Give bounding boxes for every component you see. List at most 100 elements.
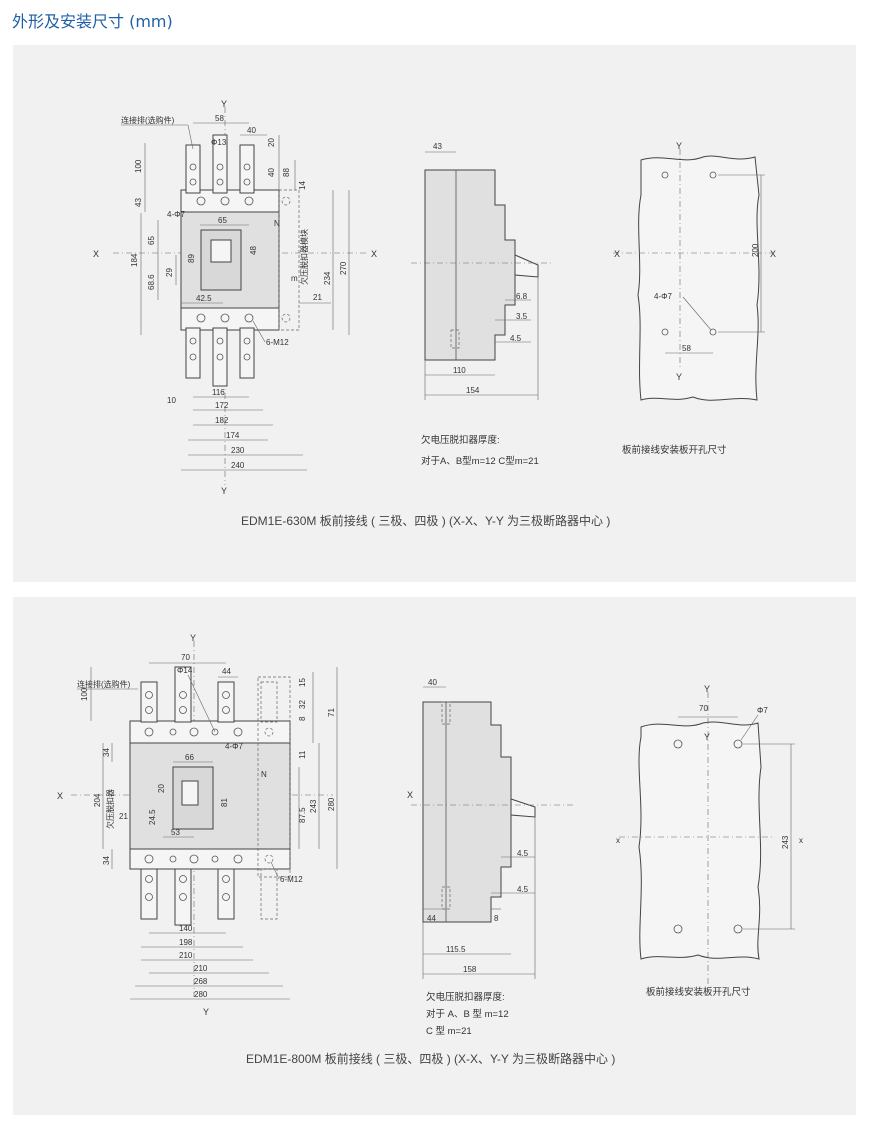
axis-y-top: Y — [221, 99, 227, 109]
side-note-line1: 对于 A、B 型 m=12 — [426, 1008, 509, 1020]
svg-text:174: 174 — [226, 431, 240, 440]
svg-text:Y: Y — [676, 372, 682, 382]
svg-text:243: 243 — [309, 799, 318, 813]
side-view-800m: X 40 4.5 4.5 44 8 115.5 158 欠电压脱扣器厚度: 对于… — [407, 678, 573, 1037]
svg-text:154: 154 — [466, 386, 480, 395]
svg-text:20: 20 — [157, 784, 166, 793]
svg-text:100: 100 — [134, 159, 143, 173]
svg-text:66: 66 — [185, 753, 194, 762]
svg-text:29: 29 — [165, 268, 174, 277]
svg-text:240: 240 — [231, 461, 245, 470]
svg-text:184: 184 — [130, 253, 139, 267]
drawing-800m: Y Y X 连接排(选购件) Φ14 4-Φ7 — [57, 633, 803, 1066]
svg-text:Y: Y — [190, 633, 196, 643]
svg-text:234: 234 — [323, 271, 332, 285]
side-note-title: 欠电压脱扣器厚度: — [426, 991, 505, 1003]
svg-text:Y: Y — [203, 1007, 209, 1017]
svg-text:Φ7: Φ7 — [757, 706, 768, 715]
svg-text:X: X — [770, 249, 776, 259]
svg-text:172: 172 — [215, 401, 229, 410]
svg-text:44: 44 — [222, 667, 231, 676]
phi-label: Φ13 — [211, 138, 227, 147]
svg-text:268: 268 — [194, 977, 208, 986]
cutout-view-800m: Y Y x x 70 Φ7 243 板前接线安装板开孔尺寸 — [616, 684, 803, 998]
svg-text:116: 116 — [212, 388, 225, 397]
svg-text:88: 88 — [282, 168, 291, 177]
svg-text:4.5: 4.5 — [517, 849, 529, 858]
panel-caption: EDM1E-630M 板前接线 ( 三极、四极 ) (X-X、Y-Y 为三极断路… — [241, 513, 610, 528]
svg-text:6.8: 6.8 — [516, 292, 528, 301]
svg-text:53: 53 — [171, 828, 180, 837]
handle — [210, 239, 232, 263]
svg-text:280: 280 — [194, 990, 208, 999]
svg-text:21: 21 — [313, 293, 322, 302]
svg-text:70: 70 — [181, 653, 190, 662]
drawing-630m: Y Y X X 连接排(选购件) Φ13 4-Φ7 — [93, 99, 776, 528]
n-label: N — [261, 770, 267, 779]
panel-edm1e-800m: Y Y X 连接排(选购件) Φ14 4-Φ7 — [13, 597, 856, 1115]
svg-text:115.5: 115.5 — [446, 945, 466, 954]
svg-text:32: 32 — [298, 700, 307, 709]
bolt-label: 6-M12 — [280, 875, 303, 884]
svg-text:4.5: 4.5 — [510, 334, 522, 343]
svg-text:81: 81 — [220, 798, 229, 807]
panel-caption: EDM1E-800M 板前接线 ( 三极、四极 ) (X-X、Y-Y 为三极断路… — [246, 1051, 615, 1066]
cutout-caption: 板前接线安装板开孔尺寸 — [622, 444, 727, 456]
svg-text:89: 89 — [187, 254, 196, 263]
svg-text:x: x — [616, 836, 620, 845]
svg-text:200: 200 — [751, 243, 760, 257]
svg-text:8: 8 — [298, 716, 307, 721]
svg-text:11: 11 — [298, 750, 307, 759]
svg-text:100: 100 — [80, 687, 89, 701]
front-view-800m: Y Y X 连接排(选购件) Φ14 4-Φ7 — [57, 633, 338, 1017]
axis-x-left: X — [93, 249, 99, 259]
svg-text:70: 70 — [699, 704, 708, 713]
axis-y-bottom: Y — [221, 486, 227, 496]
side-note-body: 对于A、B型m=12 C型m=21 — [421, 455, 539, 467]
svg-text:4.5: 4.5 — [517, 885, 529, 894]
m-label: m — [291, 274, 298, 283]
svg-text:198: 198 — [179, 938, 193, 947]
svg-text:48: 48 — [249, 246, 258, 255]
svg-text:14: 14 — [298, 181, 307, 190]
axis-x-right: X — [371, 249, 377, 259]
svg-text:270: 270 — [339, 261, 348, 275]
svg-text:71: 71 — [327, 708, 336, 717]
svg-text:182: 182 — [215, 416, 229, 425]
svg-text:x: x — [799, 836, 803, 845]
svg-text:20: 20 — [267, 138, 276, 147]
svg-text:87.5: 87.5 — [298, 807, 307, 823]
svg-text:40: 40 — [428, 678, 437, 687]
svg-text:Y: Y — [676, 141, 682, 151]
svg-text:Y: Y — [704, 732, 710, 742]
svg-text:58: 58 — [682, 344, 691, 353]
panel-edm1e-630m: Y Y X X 连接排(选购件) Φ13 4-Φ7 — [13, 45, 856, 582]
svg-text:X: X — [407, 790, 413, 800]
svg-text:230: 230 — [231, 446, 245, 455]
svg-text:Y: Y — [704, 684, 710, 694]
svg-text:34: 34 — [102, 856, 111, 865]
svg-text:280: 280 — [327, 797, 336, 811]
hole-label: 4-Φ7 — [167, 210, 185, 219]
svg-text:110: 110 — [453, 366, 466, 375]
hole-label: 4-Φ7 — [225, 742, 243, 751]
svg-text:15: 15 — [298, 678, 307, 687]
svg-text:3.5: 3.5 — [516, 312, 528, 321]
svg-text:210: 210 — [194, 964, 208, 973]
svg-text:204: 204 — [93, 793, 102, 807]
svg-text:40: 40 — [247, 126, 256, 135]
svg-text:68.6: 68.6 — [147, 274, 156, 290]
svg-text:40: 40 — [267, 168, 276, 177]
handle — [181, 780, 199, 806]
svg-text:4-Φ7: 4-Φ7 — [654, 292, 672, 301]
svg-text:X: X — [57, 791, 63, 801]
connector-label: 连接排(选购件) — [121, 115, 175, 125]
svg-text:43: 43 — [433, 142, 442, 151]
cutout-view-630m: Y Y X X 200 4-Φ7 58 板前接线安装板开孔尺寸 — [613, 141, 776, 456]
cutout-caption: 板前接线安装板开孔尺寸 — [646, 986, 751, 998]
svg-text:140: 140 — [179, 924, 193, 933]
front-view-630m: Y Y X X 连接排(选购件) Φ13 4-Φ7 — [93, 99, 377, 496]
svg-text:65: 65 — [218, 216, 227, 225]
svg-text:X: X — [614, 249, 620, 259]
side-note-title: 欠电压脱扣器厚度: — [421, 434, 500, 446]
